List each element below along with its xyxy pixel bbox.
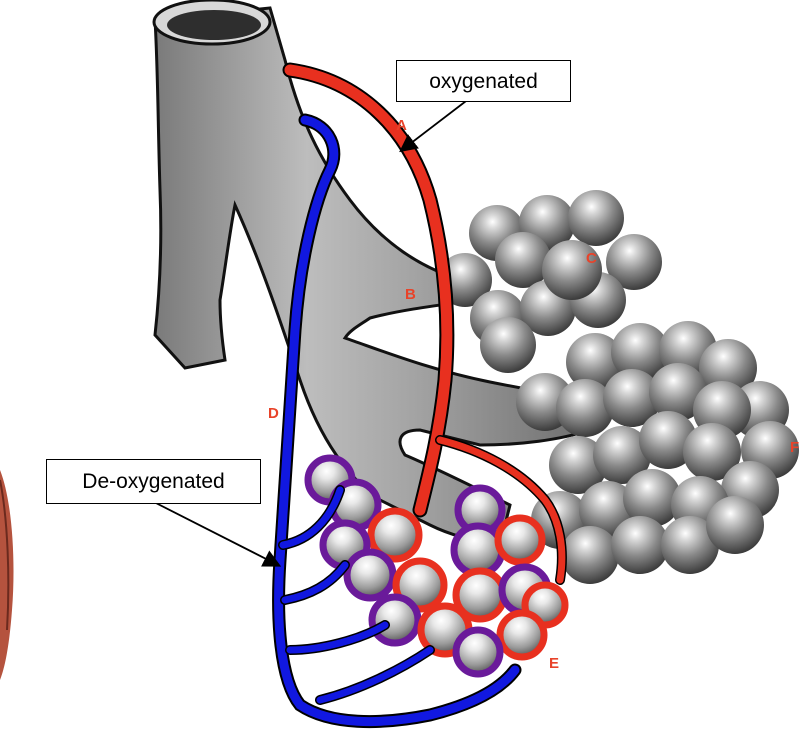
- marker-d: D: [268, 405, 279, 422]
- artery-a: [282, 62, 567, 585]
- marker-a: A: [396, 117, 407, 134]
- deoxygenated-arrow: [149, 499, 282, 567]
- deoxygenated-callout: De-oxygenated: [46, 459, 261, 504]
- marker-b: B: [405, 286, 416, 303]
- marker-f: F: [790, 439, 800, 456]
- oxygenated-arrow: [399, 97, 471, 153]
- oxygenated-callout: oxygenated: [396, 60, 571, 102]
- marker-e: E: [549, 655, 560, 672]
- marker-c: C: [586, 250, 597, 267]
- alveolar-sac-f: [516, 321, 799, 584]
- tissue-fragment: [0, 470, 14, 680]
- alveolar-sac-c: [438, 190, 662, 373]
